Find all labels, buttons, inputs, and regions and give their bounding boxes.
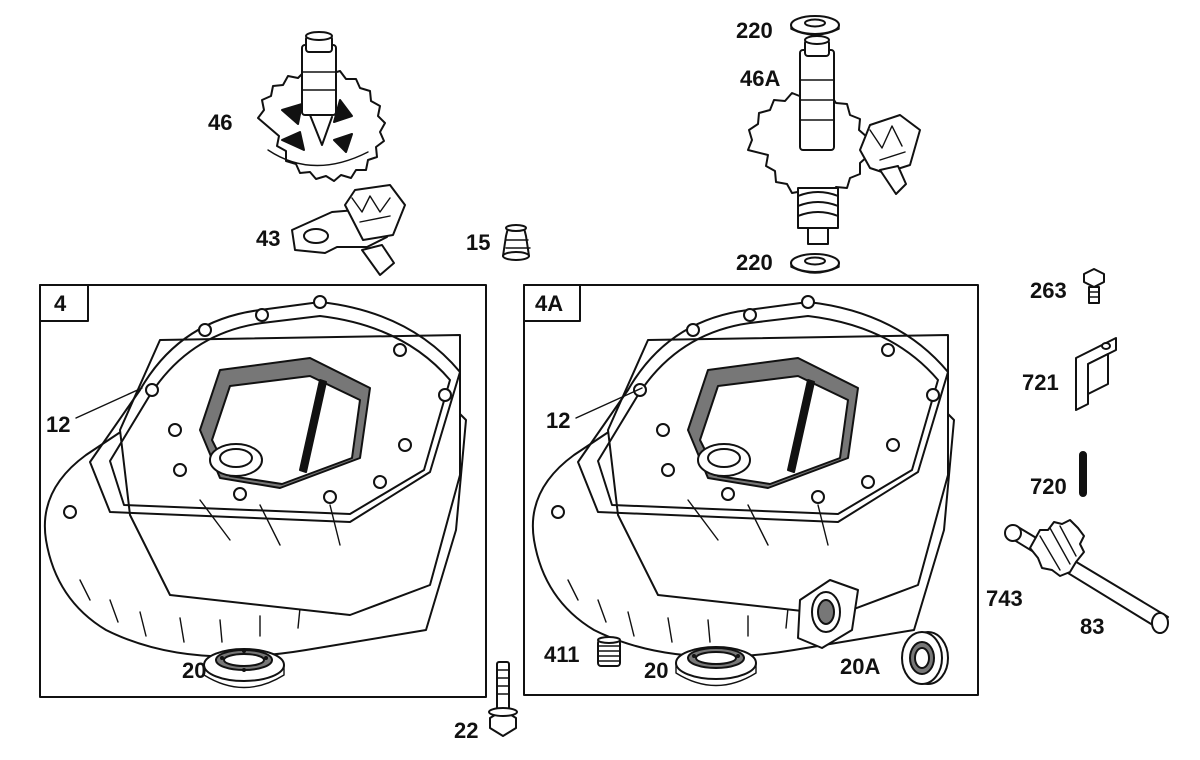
label-220-top: 220	[736, 18, 773, 43]
label-411: 411	[544, 642, 580, 667]
oil-seal-20A	[901, 631, 949, 685]
label-263: 263	[1030, 278, 1067, 303]
bracket-721	[1075, 337, 1117, 411]
washer-220-top	[790, 15, 840, 36]
camshaft-46	[257, 31, 386, 182]
sump-housing-4	[43, 295, 467, 658]
label-12-right: 12	[546, 408, 570, 433]
label-743: 743	[986, 586, 1023, 611]
shaft-83-gear-743	[1004, 519, 1169, 634]
label-46: 46	[208, 110, 232, 135]
label-220-bottom: 220	[736, 250, 773, 275]
label-12-left: 12	[46, 412, 70, 437]
label-83: 83	[1080, 614, 1104, 639]
label-721: 721	[1022, 370, 1059, 395]
label-20-left: 20	[182, 658, 206, 683]
sump-box-4: 4	[39, 284, 487, 698]
plug-15	[502, 224, 531, 261]
bolt-263	[1083, 268, 1105, 304]
label-20-right: 20	[644, 658, 668, 683]
oil-seal-20-left	[203, 648, 285, 689]
label-22: 22	[454, 718, 478, 743]
camshaft-46A	[747, 35, 921, 245]
washer-220-bottom	[790, 253, 840, 274]
box-label-4: 4	[54, 291, 67, 316]
governor-43	[291, 184, 406, 276]
sump-housing-4A	[531, 295, 955, 658]
sump-box-4A: 4A	[523, 284, 979, 696]
leader-12-left	[75, 387, 143, 419]
label-20A: 20A	[840, 654, 880, 679]
label-43: 43	[256, 226, 280, 251]
bolt-22	[488, 661, 518, 737]
label-720: 720	[1030, 474, 1067, 499]
label-46A: 46A	[740, 66, 780, 91]
plug-411	[597, 636, 621, 667]
pin-720	[1079, 451, 1087, 497]
leader-12-right	[575, 387, 643, 419]
oil-seal-20-right	[675, 646, 757, 687]
box-label-4A: 4A	[535, 291, 563, 316]
label-15: 15	[466, 230, 490, 255]
